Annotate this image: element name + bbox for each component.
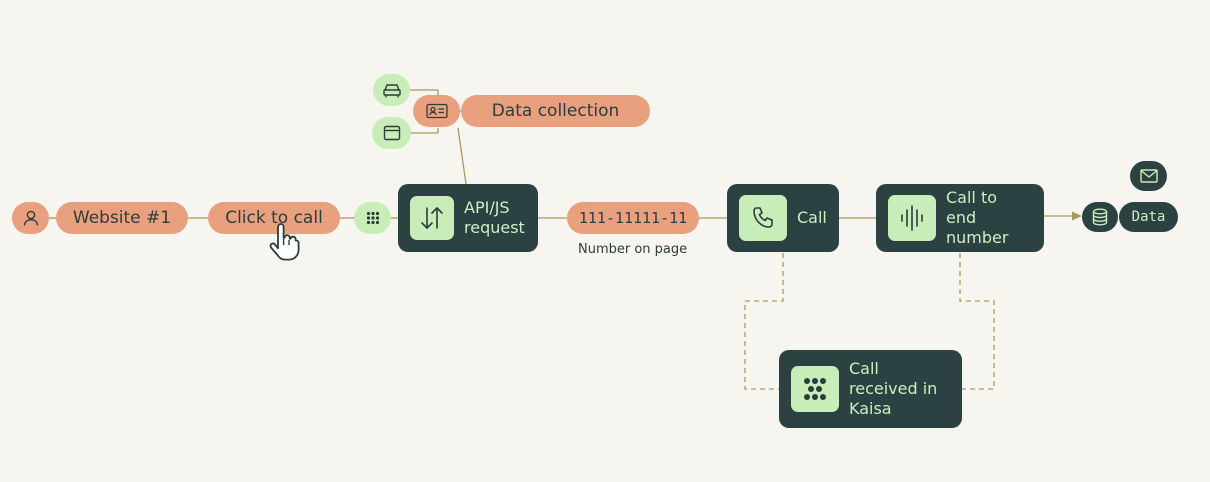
sound-wave-icon — [901, 205, 923, 231]
kaisa-label: Call received in Kaisa — [849, 359, 938, 418]
database-node — [1082, 202, 1118, 232]
data-label: Data — [1131, 209, 1166, 225]
database-icon — [1092, 208, 1108, 226]
browser-node — [372, 117, 411, 149]
api-request-card: API/JS request — [398, 184, 538, 252]
call-end-card: Call to end number — [876, 184, 1044, 252]
dots-grid-icon — [366, 211, 379, 225]
browser-window-icon — [383, 125, 400, 141]
mail-icon — [1139, 169, 1158, 183]
website-label: Website #1 — [72, 208, 172, 228]
car-icon — [382, 84, 401, 98]
call-card: Call — [727, 184, 839, 252]
call-end-label: Call to end number — [946, 188, 1009, 247]
data-node: Data — [1119, 202, 1178, 232]
call-end-icon-box — [888, 195, 936, 241]
call-label: Call — [797, 208, 827, 227]
phone-icon — [753, 207, 773, 228]
mail-node — [1130, 161, 1167, 191]
click-to-call-node[interactable]: Click to call — [208, 202, 340, 234]
data-collection-label: Data collection — [491, 101, 620, 121]
car-node — [373, 74, 410, 106]
data-collection-node: Data collection — [461, 95, 650, 127]
up-down-arrows-icon — [421, 207, 443, 229]
user-node — [12, 202, 49, 234]
kaisa-logo-icon — [804, 378, 826, 400]
phone-number-label: 111-11111-11 — [578, 209, 688, 227]
api-request-label: API/JS request — [464, 198, 525, 237]
id-card-node — [413, 95, 460, 127]
hand-pointer-icon — [269, 223, 300, 261]
phone-number-node: 111-11111-11 — [567, 202, 699, 234]
dots-node — [354, 202, 391, 234]
api-icon-box — [410, 196, 454, 240]
website-node: Website #1 — [56, 202, 188, 234]
user-icon — [23, 210, 38, 226]
number-caption: Number on page — [578, 242, 688, 257]
click-to-call-label: Click to call — [225, 208, 323, 228]
id-card-icon — [425, 103, 448, 119]
kaisa-card: Call received in Kaisa — [779, 350, 962, 428]
call-icon-box — [739, 195, 787, 241]
kaisa-icon-box — [791, 366, 839, 412]
